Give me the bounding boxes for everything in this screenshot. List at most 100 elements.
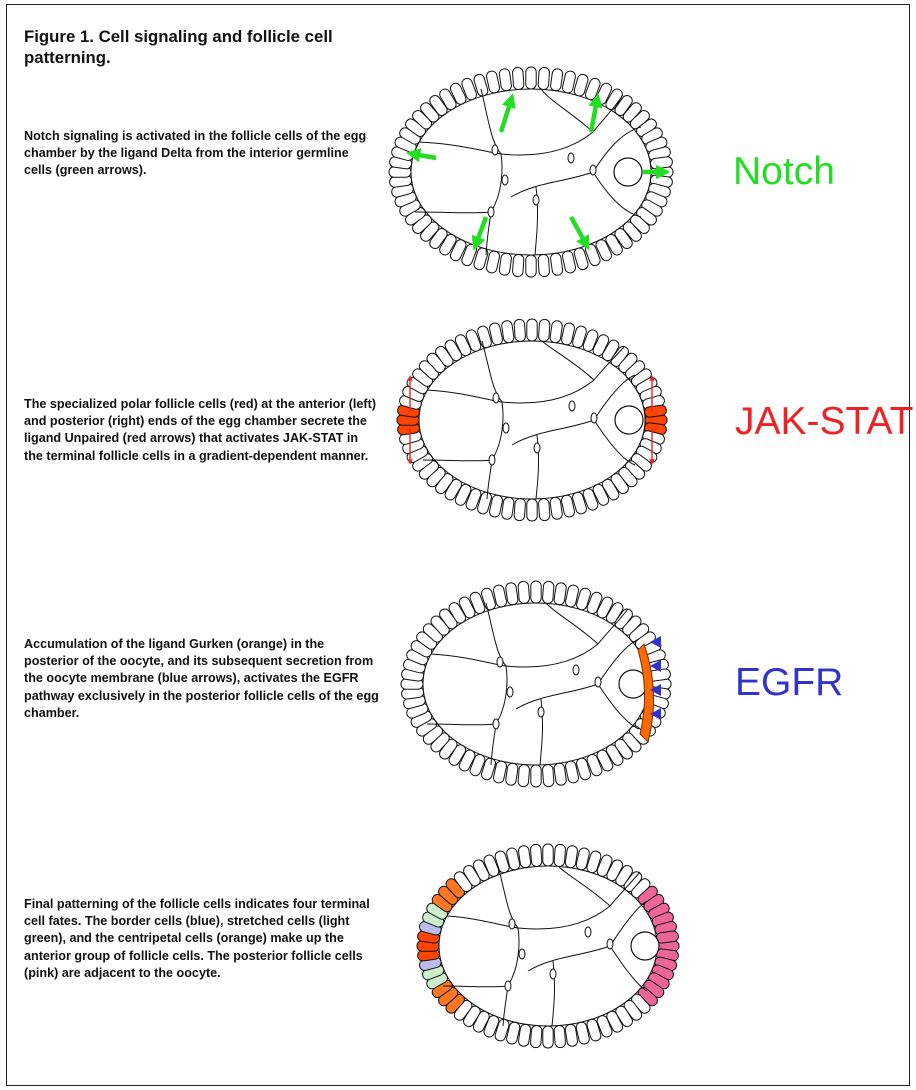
ring-canal [567, 152, 575, 164]
follicle-cell [525, 66, 537, 90]
follicle-cell [517, 580, 530, 604]
follicle-cell [538, 498, 551, 522]
nurse-cell-membrane [500, 131, 594, 156]
nurse-cell-membrane [609, 945, 648, 992]
ring-canal [572, 664, 580, 676]
nurse-cell-membrane [495, 665, 508, 725]
ring-canal [568, 400, 576, 412]
follicle-cell [530, 580, 542, 604]
final-patterning-caption: Final patterning of the follicle cells i… [24, 897, 370, 980]
egg-chamber-final [416, 843, 680, 1049]
follicle-cell [538, 318, 551, 342]
follicle-cell [542, 580, 555, 604]
ring-canal [549, 968, 557, 980]
follicle-cell [550, 252, 564, 276]
nurse-cell-membrane [593, 374, 636, 421]
follicle-cell [542, 1025, 554, 1049]
nurse-cell-membrane [511, 419, 595, 446]
ring-canal [501, 174, 509, 186]
nurse-cell-membrane [592, 94, 624, 133]
follicle-cell [537, 254, 550, 277]
ring-canal [532, 194, 540, 206]
nurse-cell-membrane [430, 653, 507, 667]
follicle-cell [542, 843, 554, 867]
egg-chamber-jak-stat [396, 318, 668, 522]
ring-canal [504, 980, 512, 992]
egg-chamber-notch [388, 66, 674, 278]
ring-canal [487, 206, 495, 218]
follicle-cell [526, 318, 538, 342]
follicle-cell [549, 496, 563, 520]
egg-chamber-egfr [400, 580, 672, 788]
ring-canal [502, 422, 510, 434]
nurse-cell-membrane [534, 186, 539, 256]
nurse-cell-membrane [593, 419, 636, 466]
follicle-cell [498, 68, 512, 92]
ring-canal [496, 656, 504, 668]
follicle-cell [525, 254, 537, 278]
follicle-cell [501, 496, 515, 520]
jak-stat-label: JAK-STAT [735, 400, 914, 443]
nurse-cell-membrane [418, 141, 502, 155]
delta-signal-arrow [405, 148, 437, 163]
nurse-cell-membrane [557, 865, 611, 907]
delta-signal-arrow [498, 93, 516, 133]
nurse-cell-membrane [609, 871, 641, 907]
nurse-cell-membrane [593, 346, 625, 381]
follicle-cell [530, 1025, 543, 1049]
follicle-cell [498, 252, 512, 276]
follicle-cell [513, 498, 526, 522]
nurse-cell-membrane [535, 434, 540, 500]
egfr-signal-arrow [650, 636, 661, 648]
nurse-cell-membrane [490, 153, 503, 213]
nurse-cell-membrane [507, 927, 520, 987]
ring-canal [491, 144, 499, 156]
follicle-cell [501, 320, 515, 344]
ring-canal [589, 164, 597, 176]
follicle-cell [505, 762, 519, 786]
egfr-label: EGFR [735, 661, 844, 704]
nurse-cell-membrane [527, 945, 611, 972]
follicle-cell [512, 254, 525, 277]
egfr-signal-arrow [650, 684, 661, 696]
nurse-cell-membrane [505, 643, 599, 668]
ring-canal [492, 392, 500, 404]
nurse-cell-membrane [597, 683, 640, 730]
chamber-inner-boundary [418, 340, 646, 500]
oocyte-nucleus [630, 931, 660, 961]
ring-canal [508, 918, 516, 930]
figure-frame [6, 4, 910, 1086]
ring-canal [590, 412, 598, 424]
nurse-cell-membrane [481, 340, 503, 403]
jak-stat-caption: The specialized polar follicle cells (re… [24, 397, 377, 463]
nurse-cell-membrane [485, 602, 507, 667]
nurse-cell-membrane [497, 865, 519, 929]
follicle-cell [513, 318, 526, 342]
nurse-cell-membrane [414, 211, 492, 214]
nurse-cell-membrane [597, 608, 629, 645]
follicle-cell [517, 764, 530, 788]
nurse-cell-membrane [480, 88, 502, 155]
follicle-cell [549, 320, 563, 344]
nurse-cell-membrane [517, 905, 611, 930]
nurse-cell-membrane [510, 171, 594, 198]
nurse-cell-membrane [540, 88, 594, 133]
follicle-cell [553, 582, 567, 606]
egfr-signal-arrow [650, 660, 661, 672]
nurse-cell-membrane [515, 683, 599, 710]
follicle-cell [553, 762, 567, 786]
nurse-cell-membrane [609, 900, 648, 947]
ring-canal [488, 454, 496, 466]
nurse-cell-membrane [545, 602, 599, 645]
ring-canal [518, 948, 526, 960]
follicle-cell [542, 764, 555, 788]
nurse-cell-membrane [426, 389, 503, 403]
nurse-cell-membrane [422, 459, 493, 462]
follicle-cell [553, 1025, 566, 1049]
nurse-cell-membrane [597, 638, 640, 685]
notch-caption: Notch signaling is activated in the foll… [24, 129, 367, 178]
follicle-cell [505, 582, 519, 606]
follicle-cell [550, 68, 564, 92]
ring-canal [537, 706, 545, 718]
